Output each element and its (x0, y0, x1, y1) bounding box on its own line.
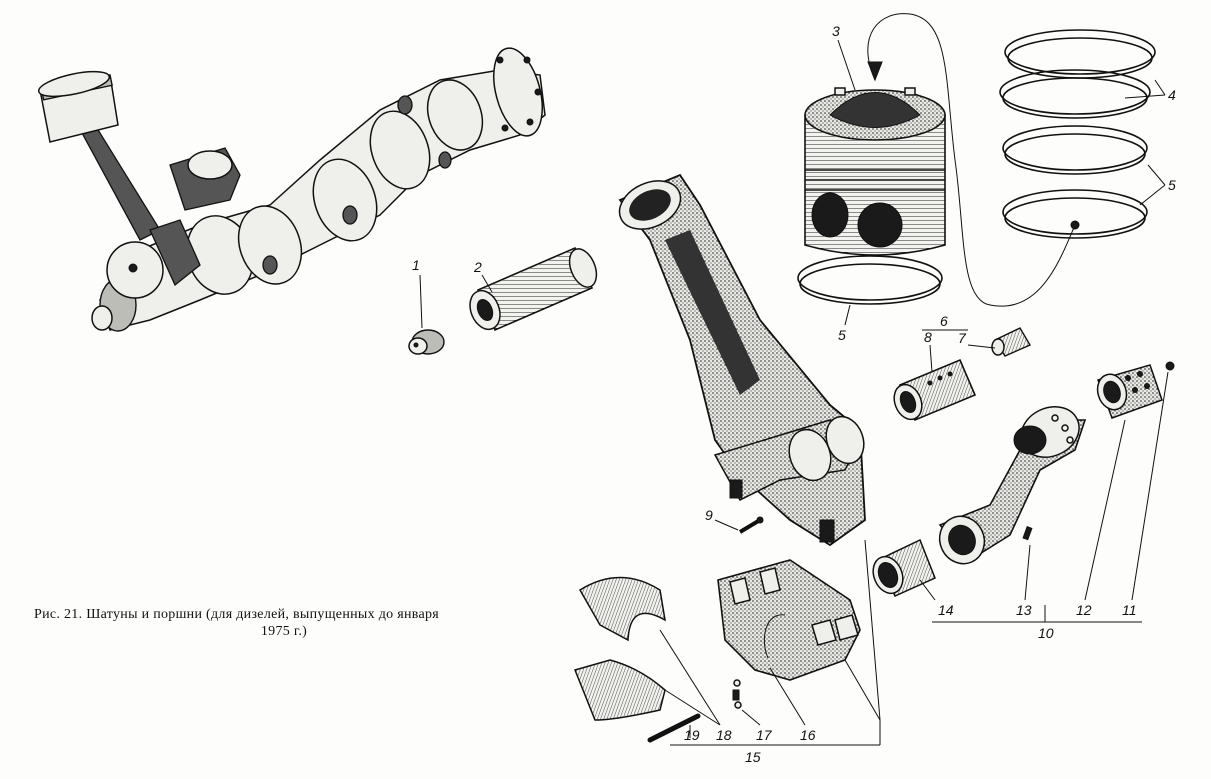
part-15-cap-assembly: 15 (670, 539, 881, 765)
callout-13: 13 (1016, 602, 1032, 618)
callout-19: 19 (684, 727, 700, 743)
part-9-bolt: 9 (705, 507, 764, 534)
part-14-bushing: 14 (872, 538, 954, 618)
callout-15: 15 (745, 749, 761, 765)
callout-18: 18 (716, 727, 732, 743)
callout-10: 10 (1038, 625, 1054, 641)
part-6-bushing-kit: 6 (922, 313, 968, 331)
callout-1: 1 (412, 257, 420, 273)
part-4-compression-rings: 4 (999, 29, 1176, 119)
part-5-oil-rings: 5 5 (797, 125, 1176, 343)
part-11-plug-screw: 11 (1122, 361, 1175, 618)
callout-8: 8 (924, 329, 932, 345)
part-13-pin: 13 (1016, 526, 1033, 618)
callout-12: 12 (1076, 602, 1092, 618)
part-1-plug: 1 (408, 257, 445, 355)
callout-9: 9 (705, 507, 713, 523)
part-3-piston: 3 (804, 13, 1076, 307)
callout-16: 16 (800, 727, 816, 743)
callout-11: 11 (1122, 602, 1137, 618)
callout-17: 17 (756, 727, 773, 743)
part-16-dowel: 16 (769, 667, 816, 743)
part-12-bushing: 12 (1076, 364, 1163, 618)
crankshaft-assembly (37, 47, 546, 332)
part-2-piston-pin: 2 (469, 246, 598, 332)
part-19-dowel-pin: 19 (647, 713, 701, 743)
callout-7: 7 (958, 330, 967, 346)
callout-2: 2 (473, 259, 482, 275)
part-18-bearing-shells: 18 (573, 576, 732, 743)
connecting-rod-main (618, 173, 866, 547)
caption-line-1: Рис. 21. Шатуны и поршни (для дизелей, в… (34, 607, 440, 622)
part-10-trailing-rod: 10 (932, 406, 1142, 641)
callout-5a: 5 (1168, 177, 1176, 193)
part-7-nut: 7 (958, 327, 1032, 357)
part-8-bushing: 8 (893, 329, 977, 422)
callout-3: 3 (832, 23, 840, 39)
figure-caption: Рис. 21. Шатуны и поршни (для дизелей, в… (34, 606, 554, 640)
callout-6: 6 (940, 313, 948, 329)
caption-line-2: 1975 г.) (260, 624, 308, 639)
part-17-screw: 17 (732, 679, 773, 743)
callout-4: 4 (1168, 87, 1176, 103)
callout-14: 14 (938, 602, 954, 618)
callout-5b: 5 (838, 327, 846, 343)
